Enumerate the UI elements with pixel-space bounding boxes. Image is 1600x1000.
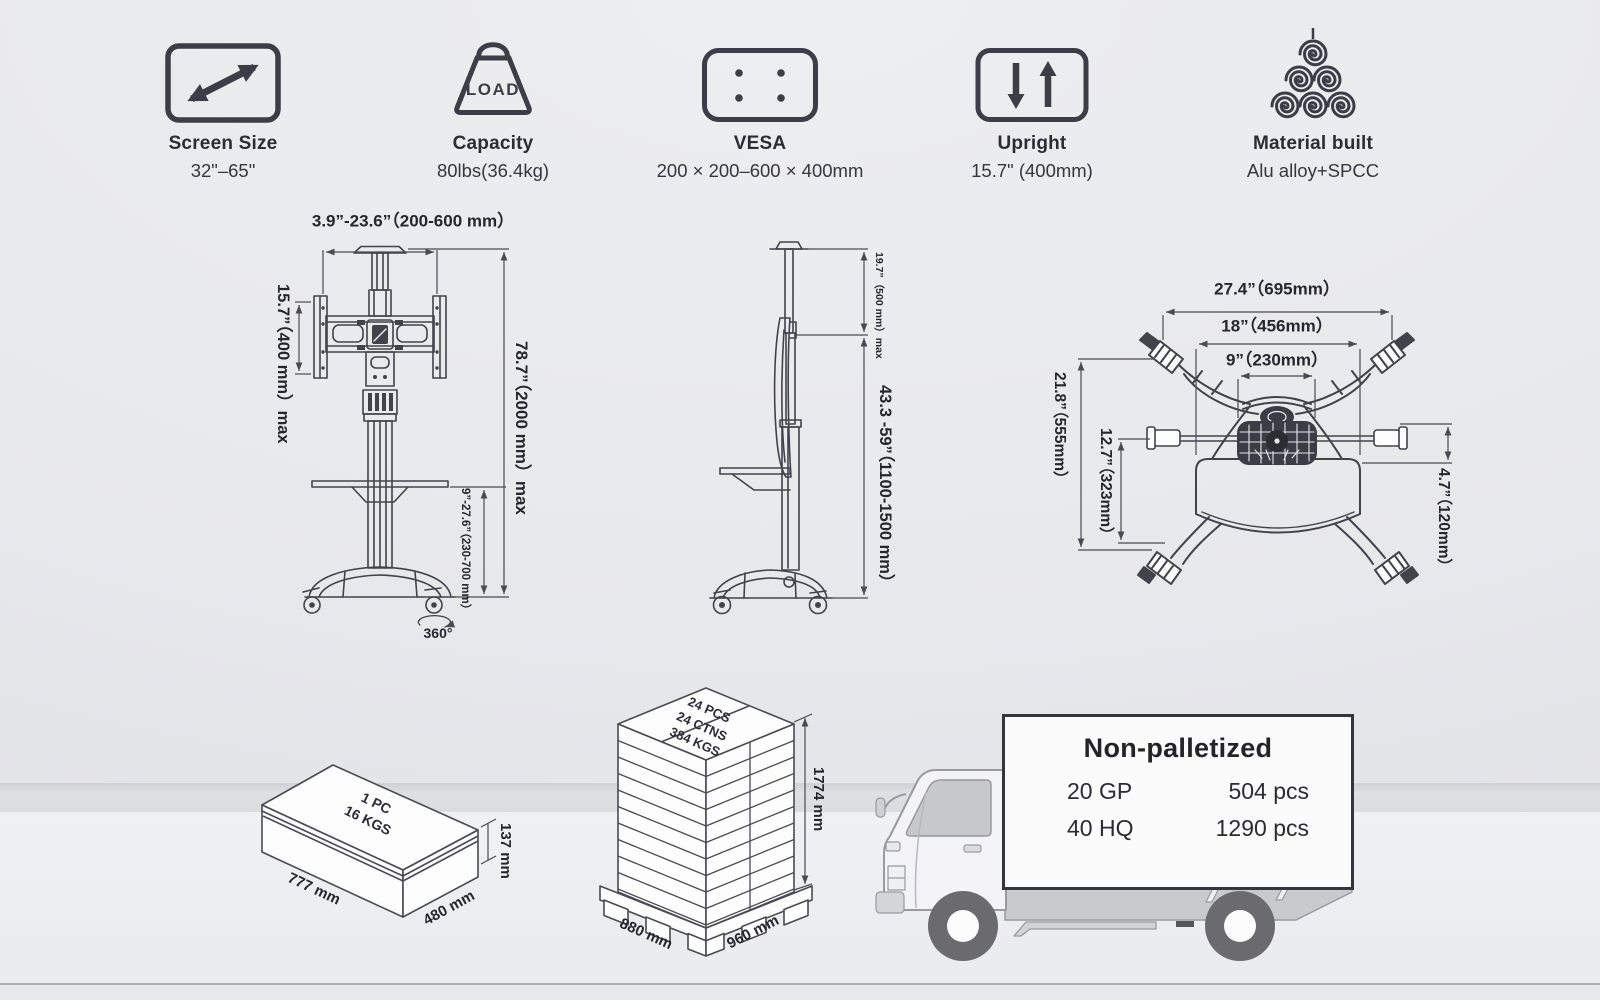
top-view-drawing (1137, 332, 1419, 585)
spec-value: Alu alloy+SPCC (1246, 160, 1380, 181)
spec-upright: Upright 15.7" (400mm) (892, 38, 1172, 182)
dim-top-base-depth: 12.7”（323mm） (1097, 428, 1114, 543)
top-view-dimensions (1077, 308, 1452, 551)
spec-label: Material built (1253, 133, 1373, 154)
spec-capacity: LOAD Capacity 80lbs(36.4kg) (353, 38, 633, 182)
container-type: 40 HQ (1067, 815, 1134, 841)
spec-vesa: VESA 200 × 200–600 × 400mm (620, 38, 900, 182)
pallet-drawing (599, 687, 813, 957)
dim-pallet-height: 1774 mm (810, 767, 827, 832)
dim-front-width: 3.9”-23.6”（200-600 mm） (311, 211, 515, 231)
spec-material: Material built Alu alloy+SPCC (1173, 28, 1453, 182)
dim-top-depth: 21.8”（555mm） (1051, 372, 1068, 487)
dim-front-total-height: 78.7”（2000 mm）max (512, 341, 531, 515)
material-coils-icon (1270, 28, 1356, 119)
container-row: 40 HQ 1290 pcs (1067, 810, 1309, 847)
truck-drawing (875, 769, 1353, 961)
carton-drawing (261, 764, 497, 918)
dim-top-inner-width: 9”（230mm） (1225, 350, 1329, 370)
dim-side-height: 43.3 -59”（1100-1500 mm） (876, 385, 894, 591)
upright-icon (975, 48, 1089, 122)
front-view-drawing (302, 245, 456, 628)
dim-top-offset: 4.7”（120mm） (1435, 468, 1452, 574)
truck-cargo-sign: Non-palletized 20 GP 504 pcs 40 HQ 1290 … (1002, 714, 1354, 890)
backdrop-floor-edge (0, 983, 1600, 1000)
spec-screen-size: Screen Size 32"–65" (83, 38, 363, 182)
side-view-dimensions (796, 248, 868, 599)
front-view-dimensions (295, 248, 509, 598)
container-qty: 1290 pcs (1215, 815, 1309, 841)
screen-size-icon (165, 43, 281, 123)
load-icon-text: LOAD (466, 80, 520, 99)
container-qty: 504 pcs (1228, 778, 1309, 804)
dim-side-extension: 19.7”（500 mm）max (873, 252, 885, 359)
spec-value: 80lbs(36.4kg) (436, 160, 550, 181)
dim-front-vesa-height: 15.7”（400 mm）max (274, 284, 292, 444)
side-view-drawing (709, 241, 833, 615)
spec-label: Screen Size (168, 133, 278, 154)
spec-value: 32"–65" (190, 160, 256, 181)
spec-label: VESA (733, 133, 787, 154)
spec-value: 200 × 200–600 × 400mm (656, 160, 864, 181)
load-icon: LOAD (454, 42, 532, 115)
spec-label: Upright (997, 133, 1067, 154)
dim-carton-height: 137 mm (497, 823, 514, 879)
container-type: 20 GP (1067, 778, 1133, 804)
spec-label: Capacity (452, 133, 534, 154)
spec-value: 15.7" (400mm) (971, 160, 1093, 181)
container-row: 20 GP 504 pcs (1067, 773, 1309, 810)
backdrop-wall (0, 0, 1600, 783)
truck-sign-title: Non-palletized (1083, 733, 1273, 763)
dim-top-mid-width: 18”（456mm） (1221, 316, 1333, 336)
dim-front-shelf-height: 9”-27.6”（230-700 mm） (459, 488, 471, 616)
dim-front-swivel: 360° (423, 625, 453, 641)
dim-top-outer-width: 27.4”（695mm） (1214, 279, 1340, 299)
vesa-icon (702, 48, 818, 122)
